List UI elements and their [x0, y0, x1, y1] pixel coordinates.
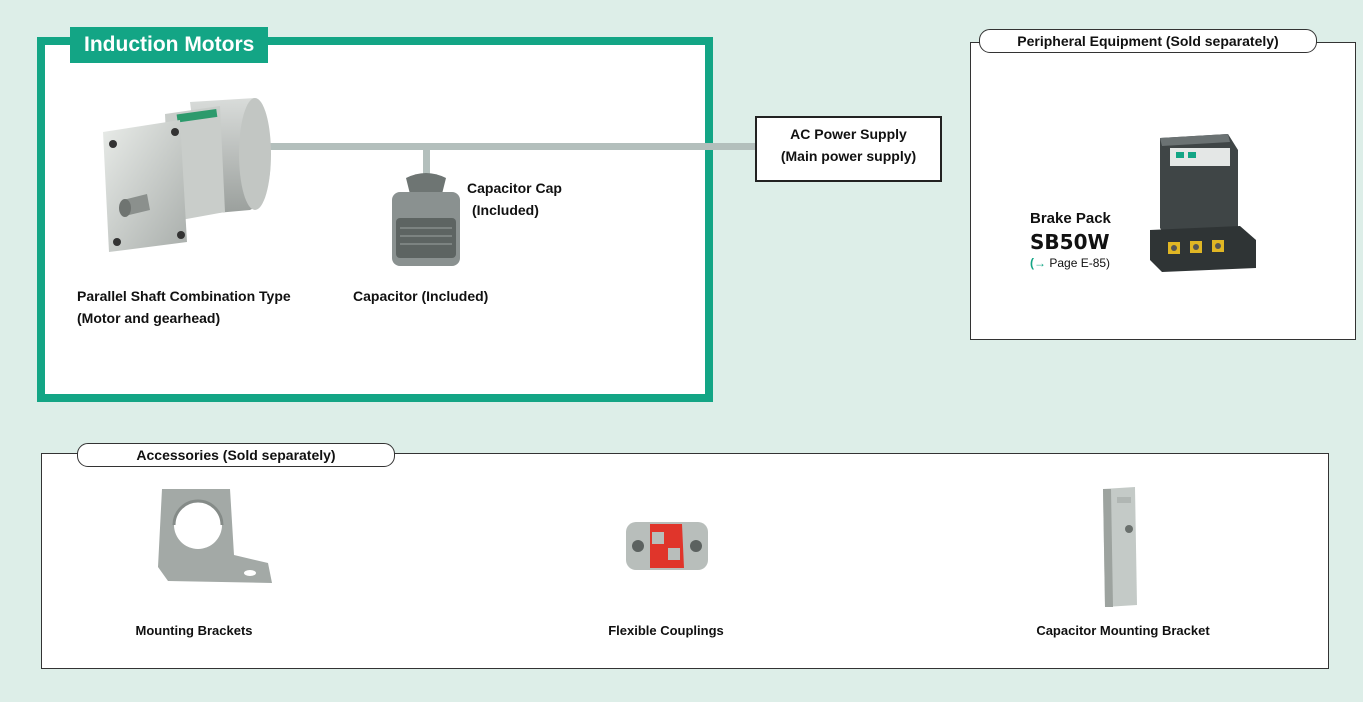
gear-motor-icon: [103, 98, 271, 252]
motor-type-label: Parallel Shaft Combination Type: [77, 288, 291, 304]
flexible-coupling-icon: [626, 522, 708, 570]
accessory-label-capacitor-mounting-bracket: Capacitor Mounting Bracket: [1036, 623, 1210, 638]
ac-power-supply-label: AC Power Supply: [790, 126, 907, 142]
accessory-label-flexible-couplings: Flexible Couplings: [608, 623, 724, 638]
power-cable: [262, 143, 757, 150]
capacitor-label: Capacitor (Included): [353, 288, 489, 304]
capacitor-lead: [423, 146, 430, 176]
motor-type-sublabel: (Motor and gearhead): [77, 310, 221, 326]
arrow-icon: (→: [1030, 256, 1046, 270]
ac-power-supply-sublabel: (Main power supply): [780, 148, 917, 164]
brake-pack-label: Brake Pack: [1030, 210, 1111, 227]
capacitor-cap-included-label: (Included): [472, 202, 539, 218]
brake-pack-icon: [1150, 134, 1256, 272]
mounting-bracket-icon: [158, 489, 272, 583]
brake-pack-page-ref: (→ Page E-85): [1030, 256, 1110, 271]
peripheral-equipment-title: Peripheral Equipment (Sold separately): [979, 29, 1317, 53]
accessories-title: Accessories (Sold separately): [77, 443, 395, 467]
induction-motors-title: Induction Motors: [70, 27, 269, 63]
ac-power-supply-box: [755, 116, 942, 182]
accessory-label-mounting-brackets: Mounting Brackets: [135, 623, 253, 638]
capacitor-mounting-bracket-icon: [1103, 487, 1137, 607]
brake-pack-model: SB50W: [1030, 230, 1110, 254]
page-ref-text: Page E-85): [1049, 256, 1111, 270]
capacitor-icon: [392, 173, 460, 266]
capacitor-cap-label: Capacitor Cap: [467, 180, 562, 196]
